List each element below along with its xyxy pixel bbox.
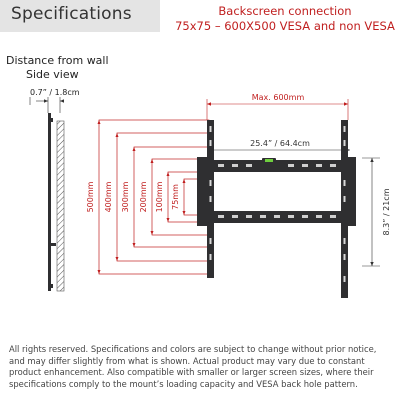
width-label: 25.4” / 64.4cm xyxy=(250,139,310,148)
vertical-arm-left xyxy=(207,120,214,278)
max-width-dimension: Max. 600mm xyxy=(206,93,349,120)
vesa-arrows xyxy=(97,120,186,274)
legal-disclaimer: All rights reserved. Specifications and … xyxy=(9,344,377,389)
vesa-label-400: 400mm xyxy=(104,181,113,212)
max-width-label: Max. 600mm xyxy=(252,93,305,102)
side-bracket xyxy=(48,113,51,291)
vertical-arm-right xyxy=(341,120,348,298)
vesa-label-500: 500mm xyxy=(86,181,95,212)
vesa-labels: 500mm 400mm 300mm 200mm 100mm 75mm xyxy=(86,181,180,212)
side-view-drawing xyxy=(29,97,65,292)
wall-section xyxy=(56,120,65,292)
vesa-label-300: 300mm xyxy=(121,181,130,212)
depth-label: 0.7” / 1.8cm xyxy=(30,88,80,97)
height-label: 8.3” / 21cm xyxy=(382,188,391,235)
vesa-patterns xyxy=(98,119,210,275)
width-dimension: 25.4” / 64.4cm xyxy=(207,139,350,152)
height-dimension: 8.3” / 21cm xyxy=(362,157,391,267)
vesa-label-200: 200mm xyxy=(139,181,148,212)
vesa-label-75: 75mm xyxy=(171,184,180,210)
connection-subtitle: 75x75 – 600X500 VESA and non VESA xyxy=(175,19,395,33)
side-view-title: Distance from wall xyxy=(6,54,109,67)
wall-plate xyxy=(197,157,356,226)
vesa-box-500 xyxy=(98,119,210,275)
connection-title: Backscreen connection xyxy=(218,4,352,18)
mount-diagram: Max. 600mm 25.4” / 64.4cm 8.3” / 21cm 50… xyxy=(29,93,391,298)
vesa-label-100: 100mm xyxy=(155,181,164,212)
page-title: Specifications xyxy=(11,4,132,24)
side-view-subtitle: Side view xyxy=(26,68,79,81)
specifications-header: Specifications xyxy=(0,0,160,32)
